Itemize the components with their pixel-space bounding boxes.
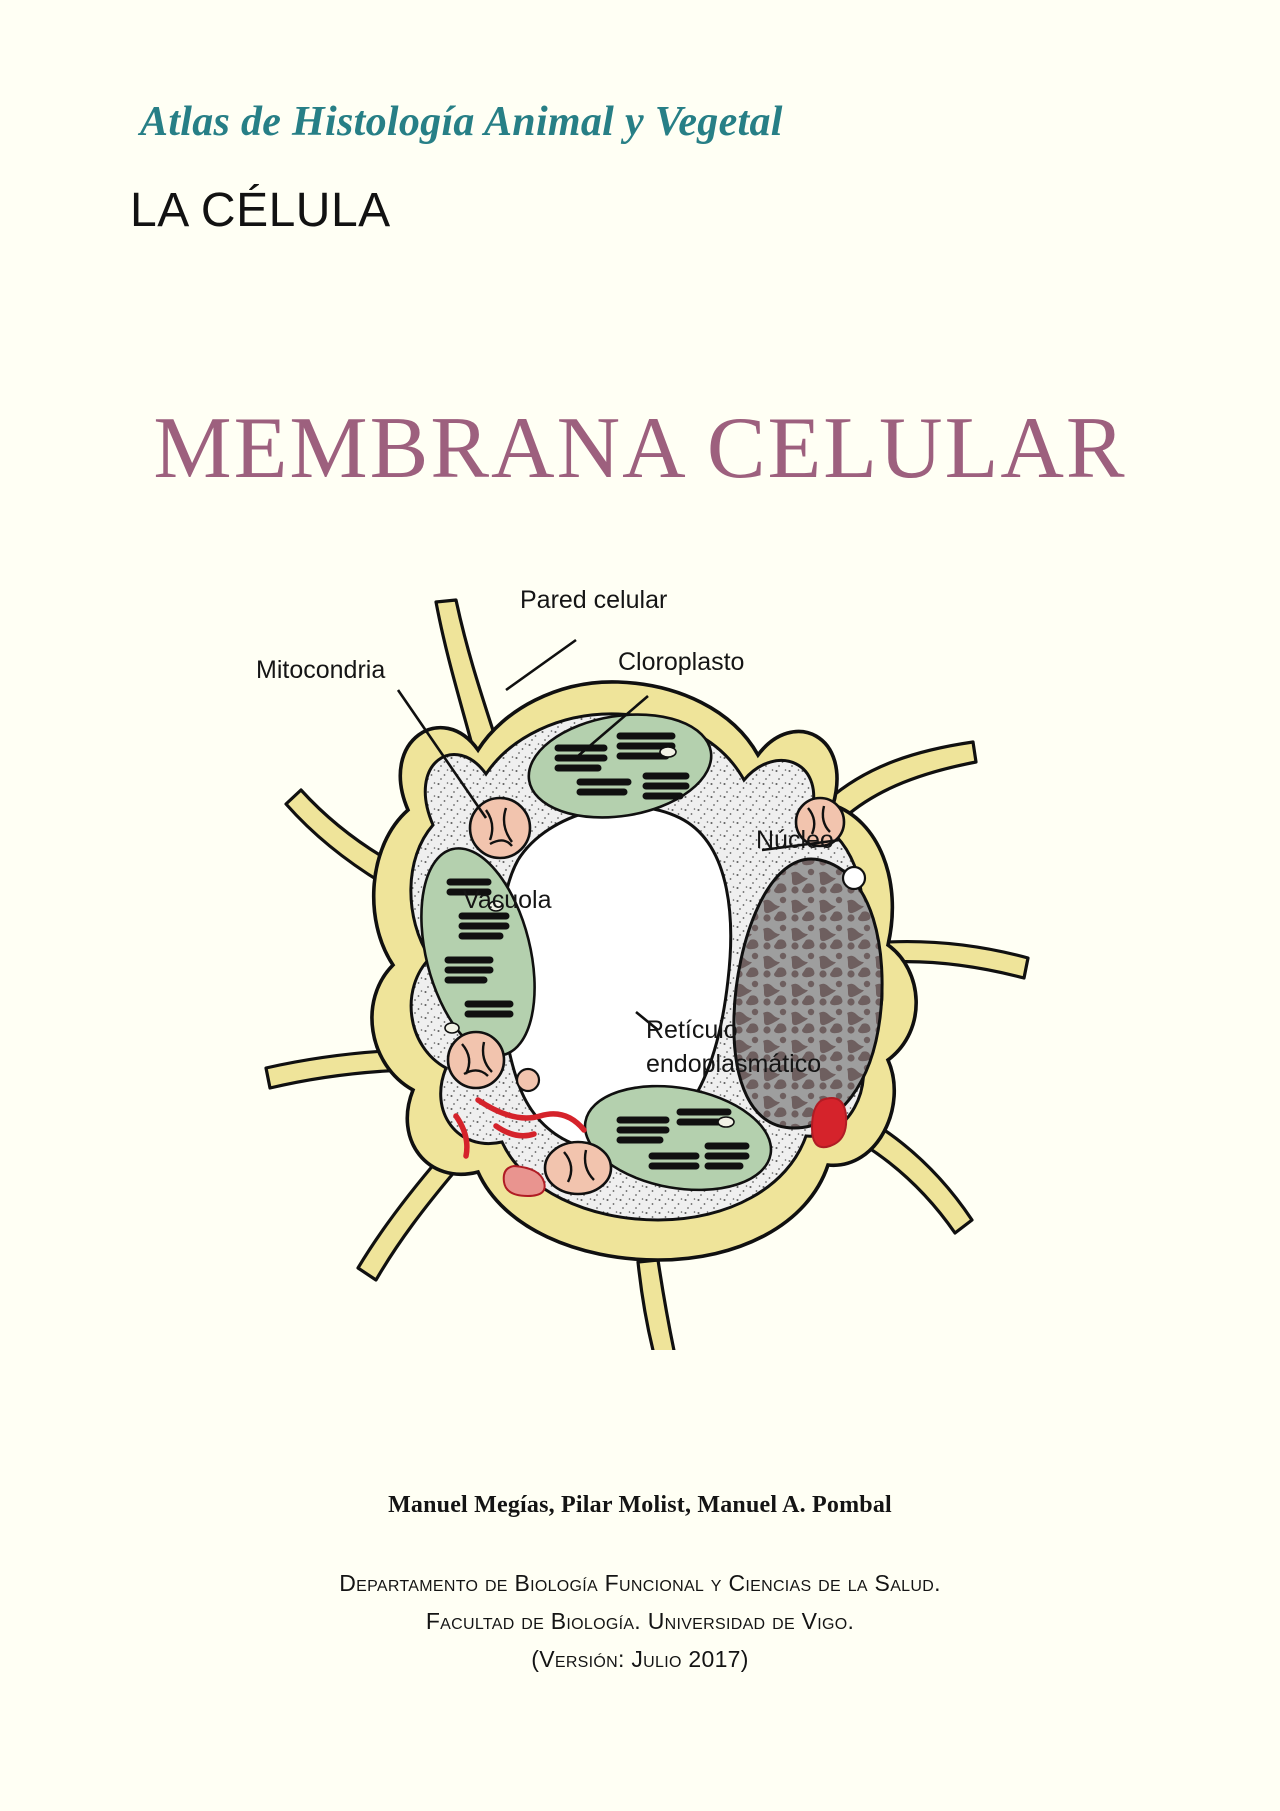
label-reticulo-line1: Retículo xyxy=(646,1016,738,1044)
leader-pared-celular xyxy=(505,638,577,692)
leader-cloroplasto xyxy=(577,695,649,757)
nucleus-shape xyxy=(732,857,884,1130)
label-pared-celular: Pared celular xyxy=(520,586,667,614)
reticulum-blob-right xyxy=(810,1097,848,1149)
chloroplast-bottom xyxy=(583,1084,773,1192)
label-mitocondria: Mitocondria xyxy=(256,656,385,684)
version-line: (Versión: Julio 2017) xyxy=(531,1646,749,1672)
plant-cell-diagram: Pared celular Cloroplasto Mitocondria Nú… xyxy=(228,560,1068,1350)
department-line: Departamento de Biología Funcional y Cie… xyxy=(339,1570,941,1596)
label-vacuola: Vacuola xyxy=(463,886,552,914)
page-title: MEMBRANA CELULAR xyxy=(153,400,1127,497)
mitochondria-bottom-center xyxy=(543,1140,613,1196)
vesicles xyxy=(515,865,867,1093)
mitochondria-top-right xyxy=(794,796,846,848)
series-title: Atlas de Histología Animal y Vegetal xyxy=(140,99,783,145)
chloroplast-left xyxy=(420,847,536,1057)
faculty-line: Facultad de Biología. Universidad de Vig… xyxy=(425,1608,855,1634)
endoplasmic-reticulum xyxy=(453,1097,587,1159)
mitochondria-top-left xyxy=(468,796,532,860)
leader-lines xyxy=(396,638,841,1032)
leader-mitocondria xyxy=(396,689,488,819)
section-title: LA CÉLULA xyxy=(130,184,391,237)
leader-reticulo xyxy=(635,1010,659,1032)
mitochondria-bottom-left xyxy=(446,1030,506,1090)
label-cloroplasto: Cloroplasto xyxy=(618,648,744,676)
leader-nucleo xyxy=(761,838,841,852)
authors-line: Manuel Megías, Pilar Molist, Manuel A. P… xyxy=(388,1492,892,1518)
label-nucleo: Núcleo xyxy=(756,826,834,854)
chloroplast-top xyxy=(527,713,713,819)
label-reticulo-line2: endoplasmático xyxy=(646,1050,821,1078)
reticulum-blob-bottom xyxy=(502,1164,546,1198)
